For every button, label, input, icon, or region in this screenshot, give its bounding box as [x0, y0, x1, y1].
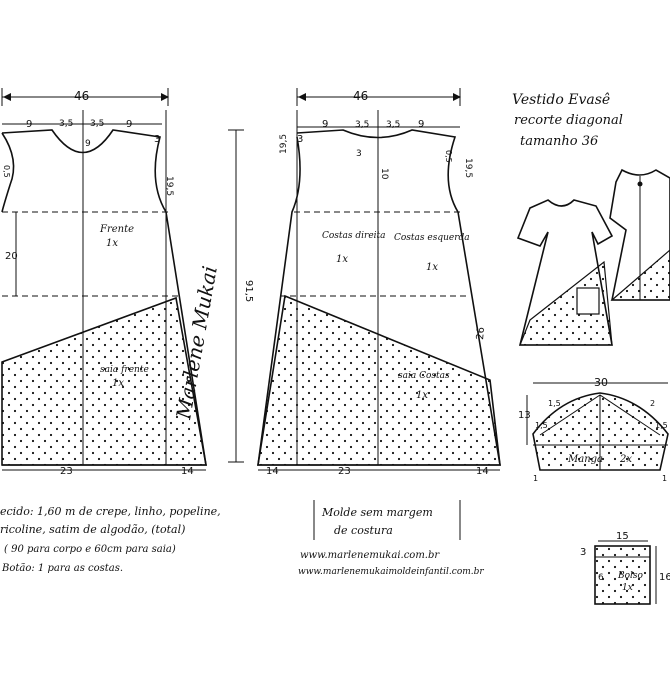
pocket-label: Bolso: [617, 571, 644, 581]
dress-front-outline: [516, 199, 614, 346]
back-neck-right: 9: [418, 119, 424, 130]
margin-line-1: Molde sem margem: [321, 506, 433, 519]
fabric-line-2: ricoline, satim de algodão, (total): [0, 523, 185, 536]
sleeve-edge-left: 1,5: [535, 421, 548, 430]
front-bodice-qty: 1x: [106, 238, 118, 249]
back-neck-mid-left: 3,5: [355, 120, 369, 130]
dress-sketch-front: [516, 199, 614, 346]
url-1: www.marlenemukai.com.br: [300, 550, 440, 561]
back-skirt-qty: 1x: [416, 390, 428, 401]
title-block: Vestido Evasê recorte diagonal tamanho 3…: [512, 92, 623, 149]
back-outline: [257, 129, 501, 466]
back-neck-left: 9: [322, 119, 328, 130]
back-right-label: Costas direita: [322, 231, 386, 241]
back-hem-side-left: 14: [266, 466, 279, 477]
back-neck-depth: 3: [356, 149, 362, 159]
back-skirt-label: saia Costas: [398, 371, 450, 381]
title-line3: tamanho 36: [520, 134, 598, 149]
back-skirt: [257, 294, 501, 466]
pocket-outline: [594, 545, 651, 605]
pocket-side: 6: [598, 573, 604, 583]
front-hem-width: 23: [60, 466, 73, 477]
sleeve-cap-left: 1,5: [548, 399, 561, 408]
back-center-depth: 10: [379, 168, 389, 180]
back-armhole-left: 19,5: [279, 134, 289, 154]
front-neck-right: 9: [126, 119, 132, 130]
back-right-qty: 1x: [336, 254, 348, 265]
dress-pocket: [576, 287, 600, 315]
back-armhole-curve: 0,5: [444, 150, 453, 163]
back-piece: 46 9 3,5 3,5 9 3 3 19,5 19,5 0,5 10 Cost…: [257, 88, 501, 477]
fabric-notes: ecido: 1,60 m de crepe, linho, popeline,…: [0, 505, 221, 574]
dress-front-skirt: [519, 260, 613, 346]
front-armhole-right: 19,5: [164, 176, 174, 196]
sleeve-qty: 2x: [619, 454, 632, 465]
pocket-height: 16: [659, 572, 670, 583]
button-icon: [637, 181, 643, 187]
sleeve-piece: 30 13 1,5 2 1,5 1,5 Manga 2x 1 1: [518, 376, 669, 483]
front-hem-side: 14: [181, 466, 194, 477]
front-skirt-label: saia frente: [100, 365, 149, 375]
front-piece: 46 9 3,5 3,5 9 3 9 19,5 0,5 20 Frente 1x…: [1, 88, 207, 477]
pocket-top: 3: [580, 547, 586, 558]
total-length-dim: 91,5: [228, 129, 254, 463]
margin-line-2: de costura: [334, 524, 393, 537]
title-line2: recorte diagonal: [514, 113, 623, 128]
dress-back-skirt: [610, 249, 670, 301]
sleeve-edge-right: 1,5: [655, 421, 668, 430]
sleeve-width: 30: [594, 376, 608, 389]
back-shoulder-drop: 3: [297, 134, 303, 145]
back-diagonal-length: 26: [475, 327, 487, 341]
front-outline: [1, 129, 207, 466]
sleeve-label: Manga: [567, 454, 603, 465]
front-bodice-label: Frente: [99, 224, 134, 235]
front-skirt: [1, 296, 207, 466]
dress-sketch-back: [609, 168, 670, 301]
back-hem-side-right: 14: [476, 466, 489, 477]
front-neck-mid-right: 3,5: [90, 119, 104, 129]
front-bodice-depth: 20: [5, 251, 18, 262]
url-2: www.marlenemukaimoldeinfantil.com.br: [298, 567, 484, 577]
front-neck-mid-left: 3,5: [59, 119, 73, 129]
front-shoulder-drop: 3: [154, 134, 160, 145]
back-armhole-right: 19,5: [463, 158, 473, 178]
back-width: 46: [353, 89, 368, 103]
sleeve-height: 13: [518, 410, 531, 421]
sleeve-bottom-right: 1: [662, 474, 667, 483]
front-armhole-curve: 0,5: [2, 165, 11, 178]
front-armhole-left: [1, 132, 15, 213]
back-neck-mid-right: 3,5: [386, 120, 400, 130]
title-line1: Vestido Evasê: [512, 92, 610, 108]
margin-note: Molde sem margem de costura: [313, 500, 461, 540]
total-length: 91,5: [243, 280, 254, 302]
back-left-label: Costas esquerda: [394, 233, 470, 243]
sleeve-cap-right: 2: [650, 399, 655, 408]
front-neck-depth: 9: [85, 139, 91, 149]
back-hem-width: 23: [338, 466, 351, 477]
fabric-line-1: ecido: 1,60 m de crepe, linho, popeline,: [0, 505, 221, 518]
front-neck-left: 9: [26, 119, 32, 130]
fabric-line-4: Botão: 1 para as costas.: [1, 563, 123, 574]
pocket-width: 15: [616, 531, 629, 542]
pocket-qty: 1x: [622, 583, 633, 593]
sleeve-bottom-left: 1: [533, 474, 538, 483]
front-width: 46: [74, 89, 89, 103]
fabric-line-3: ( 90 para corpo e 60cm para saia): [4, 544, 176, 555]
pocket-piece: 15 3 16 6 Bolso 1x: [580, 531, 670, 605]
dress-back-outline: [609, 168, 670, 301]
front-skirt-qty: 1x: [112, 378, 124, 389]
back-left-qty: 1x: [426, 262, 438, 273]
